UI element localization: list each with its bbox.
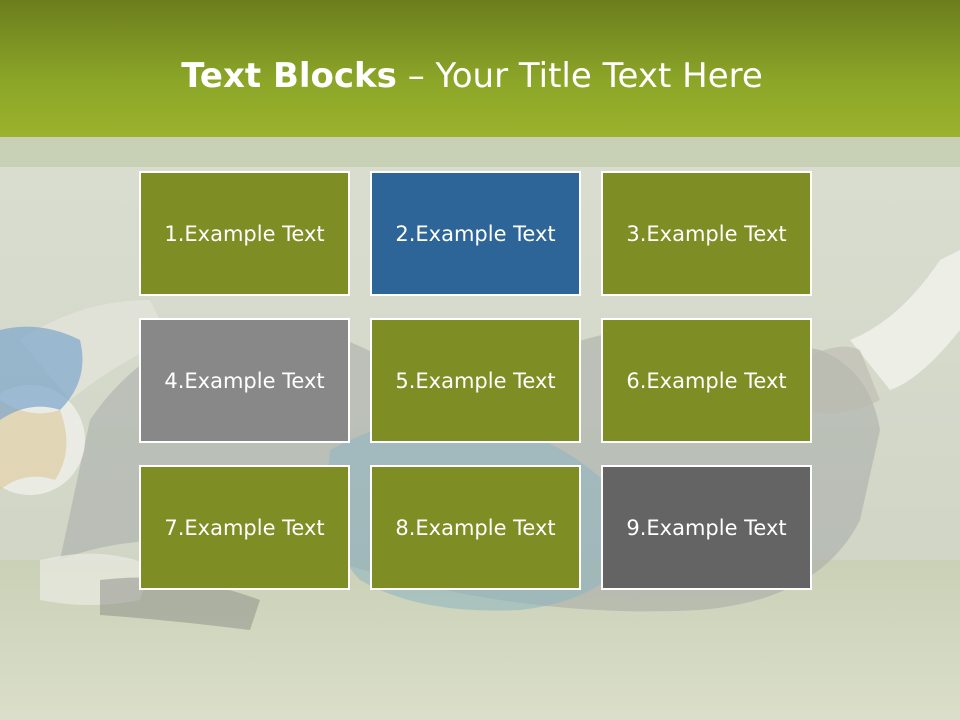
slide-title: Text Blocks – Your Title Text Here	[0, 55, 944, 97]
text-block-3: 3.Example Text	[601, 171, 812, 296]
text-block-6: 6.Example Text	[601, 318, 812, 443]
text-block-5: 5.Example Text	[370, 318, 581, 443]
slide-title-rest: – Your Title Text Here	[396, 56, 763, 96]
text-block-7: 7.Example Text	[139, 465, 350, 590]
text-block-4: 4.Example Text	[139, 318, 350, 443]
text-block-8: 8.Example Text	[370, 465, 581, 590]
text-block-1: 1.Example Text	[139, 171, 350, 296]
text-block-2: 2.Example Text	[370, 171, 581, 296]
text-block-9: 9.Example Text	[601, 465, 812, 590]
slide-title-bold: Text Blocks	[181, 56, 397, 96]
title-bar-shadow-band	[0, 137, 960, 167]
title-bar	[0, 0, 960, 137]
